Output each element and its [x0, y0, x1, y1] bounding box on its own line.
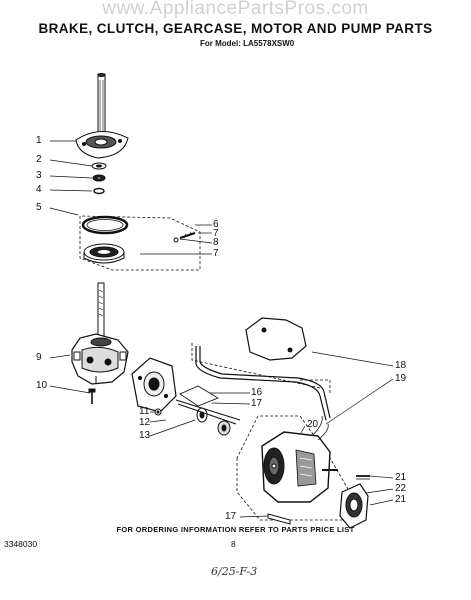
callout-7a: 7: [213, 228, 219, 239]
callout-17b: 17: [225, 511, 237, 522]
callout-20: 20: [307, 419, 319, 430]
callout-16: 16: [251, 387, 263, 398]
callout-9: 9: [36, 352, 42, 363]
clutch-drum: [83, 243, 125, 264]
callout-6: 6: [213, 219, 219, 230]
brake-housing: [75, 131, 129, 159]
pulley-13: [196, 407, 231, 436]
ordering-note: FOR ORDERING INFORMATION REFER TO PARTS …: [116, 525, 355, 534]
callout-4: 4: [36, 184, 42, 195]
page-title: BRAKE, CLUTCH, GEARCASE, MOTOR AND PUMP …: [38, 21, 433, 36]
brake-shaft: [97, 73, 106, 137]
washer-3: [92, 174, 106, 182]
callout-22: 22: [395, 483, 407, 494]
clip-11: [154, 408, 162, 416]
model-label: For Model: LA5578XSW0: [200, 39, 295, 48]
retaining-ring-4: [93, 187, 105, 195]
washer-2: [91, 162, 107, 170]
motor-mounting-plate: [131, 357, 177, 413]
motor: [261, 431, 338, 503]
callout-11: 11: [139, 406, 150, 417]
gearcase: [71, 333, 129, 385]
watermark: www.AppliancePartsPros.com: [102, 0, 369, 19]
hose-clamp-17: [267, 513, 291, 525]
handwritten-note: 6/25-F-3: [211, 565, 258, 578]
motor-gasket: [245, 317, 307, 361]
agitator-shaft: [97, 282, 105, 342]
page-number: 8: [231, 539, 236, 549]
callout-7b: 7: [213, 248, 219, 259]
pump-clip-21: [356, 475, 370, 480]
callout-13: 13: [139, 430, 151, 441]
callout-10: 10: [36, 380, 48, 391]
callout-2: 2: [36, 154, 42, 165]
pump-assembly: [339, 483, 369, 529]
callout-3: 3: [36, 170, 42, 181]
clutch-spring-ring: [81, 215, 129, 235]
callout-21a: 21: [395, 472, 407, 483]
clutch-spring-pin: [173, 231, 196, 243]
callout-8: 8: [213, 237, 219, 248]
motor-wiring: [311, 415, 329, 441]
callout-21b: 21: [395, 494, 407, 505]
callout-5: 5: [36, 202, 42, 213]
callout-12: 12: [139, 417, 151, 428]
document-number: 3348030: [4, 539, 38, 549]
mounting-bolt: [88, 388, 96, 404]
callout-1: 1: [36, 135, 42, 146]
callout-17a: 17: [251, 398, 263, 409]
drive-shaft-coupling: [175, 385, 241, 425]
drain-hose: [195, 346, 331, 421]
callout-18: 18: [395, 360, 407, 371]
leader-lines: [49, 140, 394, 518]
callout-19: 19: [395, 373, 407, 384]
